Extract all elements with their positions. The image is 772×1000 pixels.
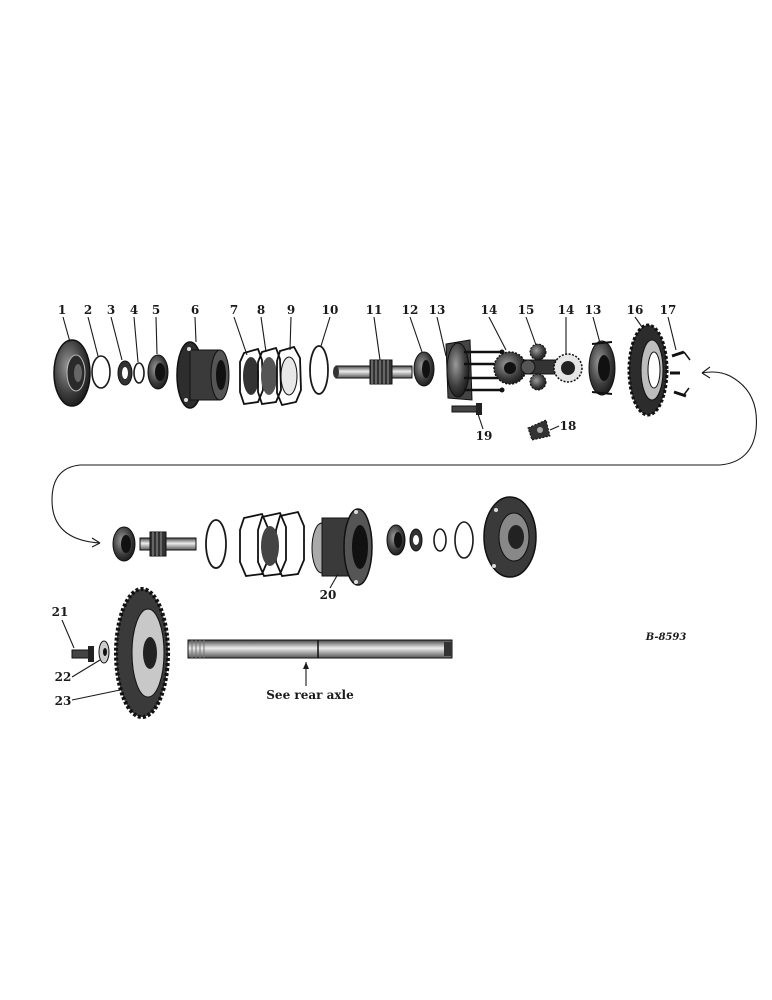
callout-17: 17: [660, 303, 677, 317]
callout-19: 19: [476, 429, 493, 443]
drawing-number: B-8593: [645, 632, 687, 643]
see-rear-axle-note: See rear axle: [266, 688, 354, 702]
row2-cover: [483, 496, 537, 578]
part-13-differential-case: [445, 339, 506, 401]
callout-10: 10: [322, 303, 339, 317]
part-14-side-gear-2: [553, 353, 583, 383]
row2-washer: [409, 528, 423, 552]
callout-12: 12: [402, 303, 419, 317]
callout-13-b: 13: [585, 303, 602, 317]
part-15-spider: [520, 343, 557, 391]
part-2-ring: [91, 355, 111, 389]
callout-11: 11: [366, 303, 383, 317]
part-9-gasket: [276, 345, 302, 407]
callout-2: 2: [84, 303, 92, 317]
callout-7: 7: [230, 303, 238, 317]
row2-gaskets: [239, 510, 305, 577]
part-16-ring-gear: [627, 323, 669, 417]
callout-18: 18: [560, 419, 577, 433]
part-18-pinion-gear: [527, 419, 551, 441]
part-19-bolt: [451, 403, 482, 415]
leader-lines: [61, 316, 677, 701]
callout-14: 14: [481, 303, 498, 317]
callout-8: 8: [257, 303, 265, 317]
row2-ring: [205, 519, 227, 569]
callout-14-b: 14: [558, 303, 575, 317]
part-8-gasket: [257, 346, 282, 405]
row2-bearing-2: [386, 524, 406, 556]
part-21-bolt: [71, 646, 94, 662]
row2-pinion-shaft: [139, 531, 197, 557]
part-12-bearing: [413, 351, 435, 387]
callout-1: 1: [58, 303, 66, 317]
part-11-pinion-shaft: [333, 359, 413, 385]
row2-large-ring: [454, 521, 474, 559]
callout-21: 21: [52, 605, 69, 619]
callout-4: 4: [130, 303, 138, 317]
callout-13: 13: [429, 303, 446, 317]
part-3-washer: [117, 360, 133, 386]
part-5-bearing: [147, 354, 169, 390]
part-1-hub: [53, 339, 91, 407]
row-connector-line: [51, 371, 758, 544]
row2-small-ring: [433, 528, 447, 552]
part-6-housing: [176, 341, 230, 409]
callout-5: 5: [152, 303, 160, 317]
callout-20: 20: [320, 588, 337, 602]
callout-15: 15: [518, 303, 535, 317]
part-13-differential-case-2: [588, 340, 616, 396]
part-20-bearing-housing: [311, 508, 373, 586]
callout-9: 9: [287, 303, 295, 317]
callout-3: 3: [107, 303, 115, 317]
row2-bearing: [112, 526, 136, 562]
part-22-washer: [98, 640, 110, 664]
part-23-bull-gear: [114, 587, 170, 719]
part-7-gasket: [239, 347, 264, 405]
callout-6: 6: [191, 303, 199, 317]
part-10-ring: [309, 345, 329, 395]
callout-22: 22: [55, 670, 72, 684]
part-17-lock-plates: [670, 350, 691, 398]
callout-16: 16: [627, 303, 644, 317]
part-4-snap-ring: [133, 362, 145, 384]
rear-axle-shaft: [187, 639, 453, 659]
callout-23: 23: [55, 694, 72, 708]
